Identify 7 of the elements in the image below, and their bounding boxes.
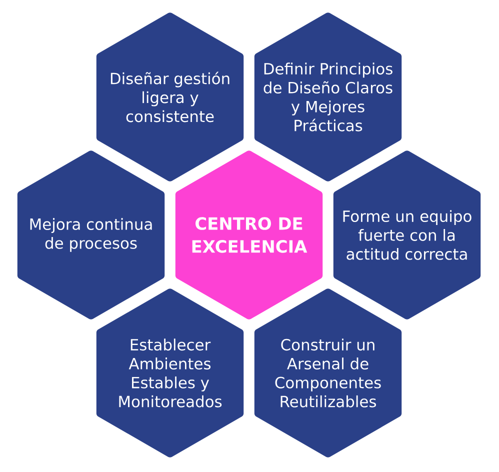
hexagon: CENTRO DE EXCELENCIA	[175, 150, 323, 320]
hexagon: Establecer Ambientes Estables y Monitoreados	[96, 288, 244, 458]
hexagon: Diseñar gestión ligera y consistente	[96, 12, 244, 182]
hexagon: Definir Principios de Diseño Claros y Mejores Prácticas	[254, 12, 402, 182]
hexagon: Forme un equipo fuerte con la actitud correcta	[333, 150, 481, 320]
hexagon: Construir un Arsenal de Componentes Reutilizables	[254, 288, 402, 458]
hexagon: Mejora continua de procesos	[17, 150, 165, 320]
